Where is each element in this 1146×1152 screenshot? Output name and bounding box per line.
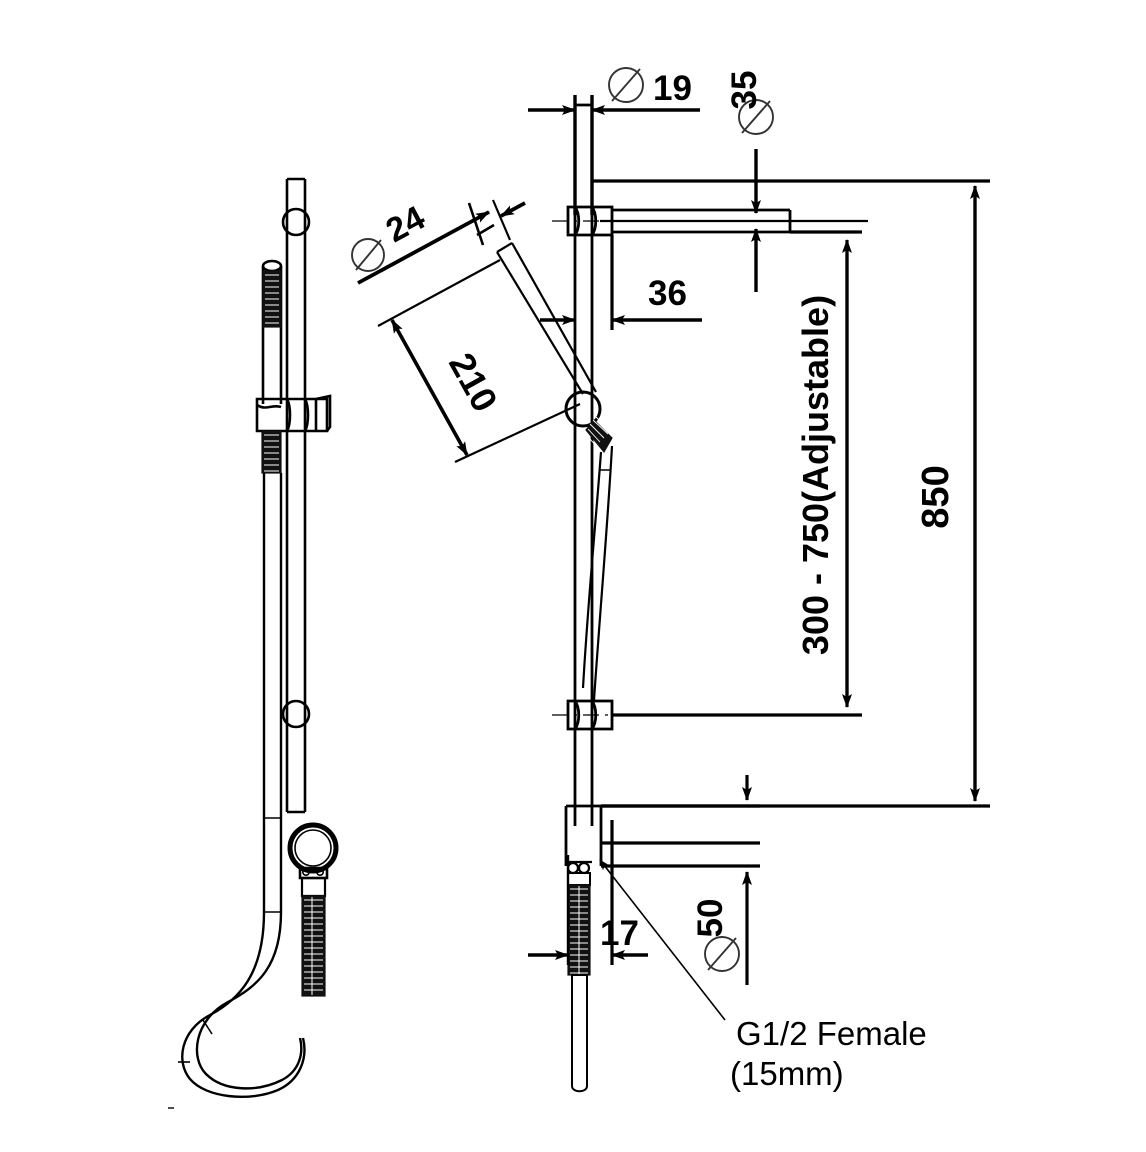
dimension-dia24 bbox=[357, 199, 526, 285]
rail-slider-bracket bbox=[255, 394, 332, 433]
annotation-g12-line2: (15mm) bbox=[730, 1055, 844, 1092]
rail-upper-joint-icon bbox=[281, 207, 311, 237]
shower-hose-left bbox=[178, 473, 306, 1098]
dimension-label-adjustable: 300 - 750(Adjustable) bbox=[795, 295, 836, 655]
dimension-adjustable bbox=[612, 230, 862, 717]
dimension-36 bbox=[540, 235, 702, 330]
dimension-210 bbox=[377, 259, 581, 463]
wall-flange-base bbox=[564, 804, 603, 866]
left-view-slide-rail-assembly bbox=[168, 177, 339, 1109]
dimension-label-dia50: 50 bbox=[691, 899, 730, 938]
dimension-label-17: 17 bbox=[600, 914, 639, 953]
dimension-label-36: 36 bbox=[648, 274, 687, 313]
hose-collar-upper bbox=[261, 430, 282, 474]
dia35-symbol bbox=[738, 99, 774, 135]
diverter-hose-knurl bbox=[585, 416, 613, 454]
dimension-label-dia35: 35 bbox=[725, 71, 764, 110]
inlet-thread-knurl bbox=[567, 884, 591, 976]
dimension-17 bbox=[528, 820, 648, 965]
dimension-label-850: 850 bbox=[915, 465, 957, 528]
dia24-symbol bbox=[351, 238, 385, 272]
handshower-head-knurl bbox=[301, 895, 326, 997]
angled-handshower-body bbox=[476, 223, 597, 395]
inlet-lower-stub bbox=[571, 974, 588, 1093]
handshower-head-ring bbox=[287, 822, 339, 898]
dimension-label-dia19: 19 bbox=[653, 69, 692, 108]
dia19-symbol bbox=[608, 67, 644, 103]
dimension-dia50 bbox=[601, 775, 760, 985]
rail-lower-joint-icon bbox=[281, 699, 311, 729]
diverter-hose-drop bbox=[581, 445, 614, 701]
leader-g12-female bbox=[599, 859, 726, 1021]
dimension-dia19 bbox=[528, 95, 700, 215]
annotation-g12-line1: G1/2 Female bbox=[736, 1015, 927, 1052]
riser-tube bbox=[573, 103, 594, 826]
handshower-knurl-upper bbox=[262, 270, 282, 328]
dia50-symbol bbox=[704, 936, 740, 972]
